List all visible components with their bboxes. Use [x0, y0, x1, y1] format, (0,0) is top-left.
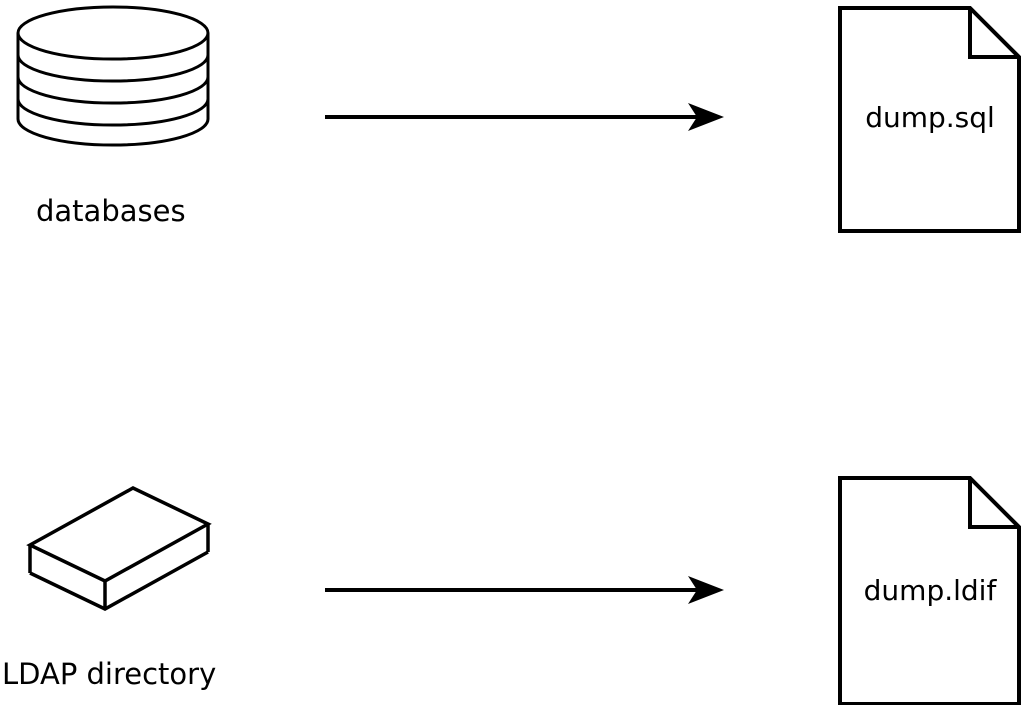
sql-document-icon: [838, 6, 1021, 233]
arrow-ldap-to-ldif-icon: [325, 576, 724, 604]
ldap-directory-label: LDAP directory: [2, 657, 216, 691]
ldif-document-icon: [838, 476, 1021, 705]
dump-ldif-label: dump.ldif: [864, 574, 998, 607]
isometric-box-icon: [26, 486, 212, 611]
database-cylinder-icon: [16, 5, 210, 147]
dump-sql-label: dump.sql: [865, 101, 995, 134]
arrow-databases-to-sql-icon: [325, 103, 724, 131]
databases-label: databases: [36, 194, 186, 228]
